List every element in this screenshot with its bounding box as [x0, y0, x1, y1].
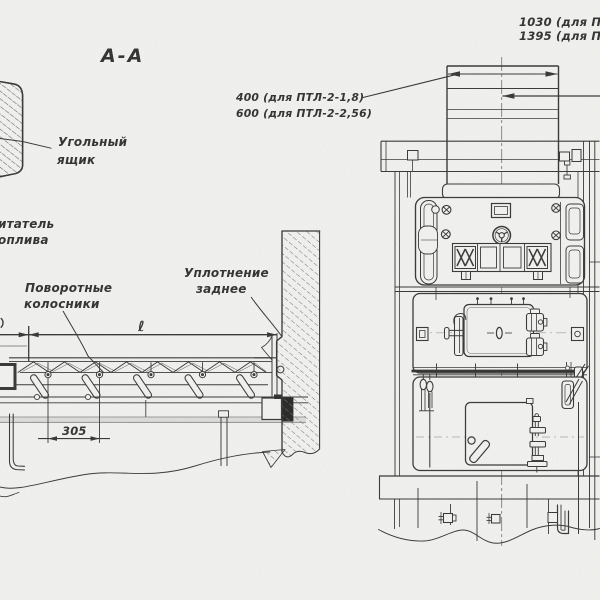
- drawing-sheet: А-А Угольный ящик итатель оплива Поворот…: [0, 0, 600, 600]
- boiler-technical-drawing: А-А Угольный ящик итатель оплива Поворот…: [0, 0, 600, 600]
- scan-grain-overlay: [0, 0, 600, 600]
